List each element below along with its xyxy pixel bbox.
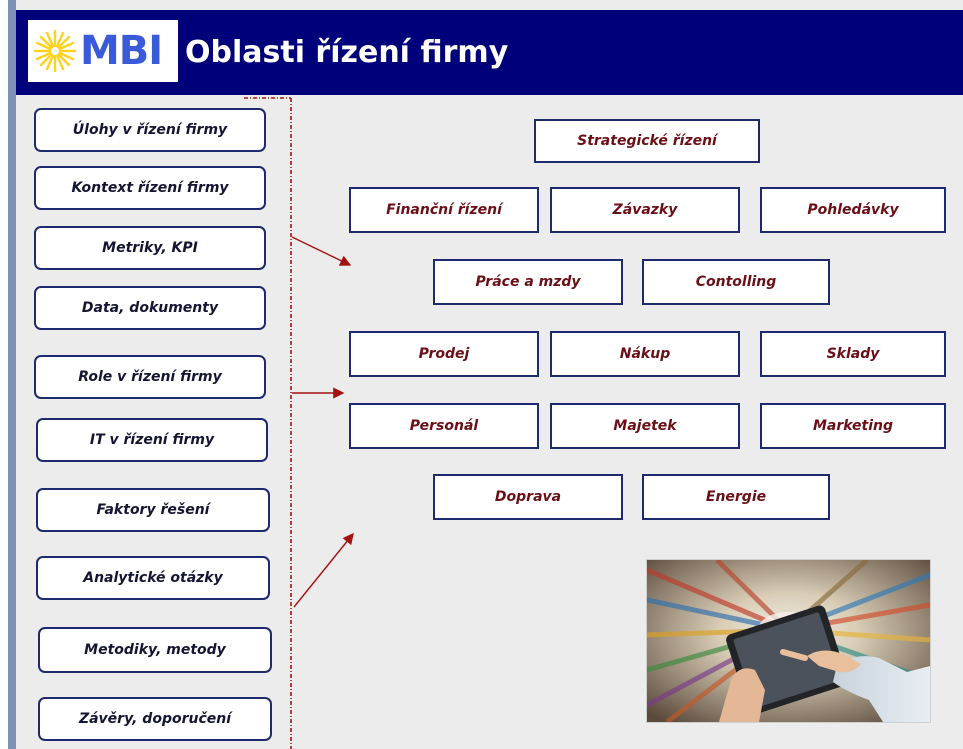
area-receivables[interactable]: Pohledávky xyxy=(760,187,946,233)
photo-illustration xyxy=(647,560,930,722)
arrow-3 xyxy=(293,532,354,608)
left-edge-bar xyxy=(8,0,16,749)
sidebar-item-zavery[interactable]: Závěry, doporučení xyxy=(38,697,272,741)
sidebar-item-it[interactable]: IT v řízení firmy xyxy=(36,418,268,462)
area-purchasing[interactable]: Nákup xyxy=(550,331,740,377)
area-personnel[interactable]: Personál xyxy=(349,403,539,449)
area-marketing[interactable]: Marketing xyxy=(760,403,946,449)
area-liabilities[interactable]: Závazky xyxy=(550,187,740,233)
sidebar-item-faktory[interactable]: Faktory řešení xyxy=(36,488,270,532)
area-controlling[interactable]: Contolling xyxy=(642,259,830,305)
sidebar-item-metriky[interactable]: Metriky, KPI xyxy=(34,226,266,270)
tablet-shopping-photo xyxy=(646,559,931,723)
sidebar-item-data[interactable]: Data, dokumenty xyxy=(34,286,266,330)
area-sales[interactable]: Prodej xyxy=(349,331,539,377)
mbi-logo: MBI xyxy=(28,20,178,82)
area-assets[interactable]: Majetek xyxy=(550,403,740,449)
sidebar-item-analyticke[interactable]: Analytické otázky xyxy=(36,556,270,600)
area-transport[interactable]: Doprava xyxy=(433,474,623,520)
area-warehouses[interactable]: Sklady xyxy=(760,331,946,377)
sidebar-item-metodiky[interactable]: Metodiky, metody xyxy=(38,627,272,673)
sidebar-item-kontext[interactable]: Kontext řízení firmy xyxy=(34,166,266,210)
arrow-1 xyxy=(291,236,352,266)
area-strategic[interactable]: Strategické řízení xyxy=(534,119,760,163)
area-energy[interactable]: Energie xyxy=(642,474,830,520)
area-finance[interactable]: Finanční řízení xyxy=(349,187,539,233)
sun-star-icon xyxy=(33,29,77,73)
logo-text: MBI xyxy=(80,28,163,74)
page-title: Oblasti řízení firmy xyxy=(185,35,509,70)
area-payroll[interactable]: Práce a mzdy xyxy=(433,259,623,305)
sidebar-item-ulohy[interactable]: Úlohy v řízení firmy xyxy=(34,108,266,152)
sidebar-item-role[interactable]: Role v řízení firmy xyxy=(34,355,266,399)
